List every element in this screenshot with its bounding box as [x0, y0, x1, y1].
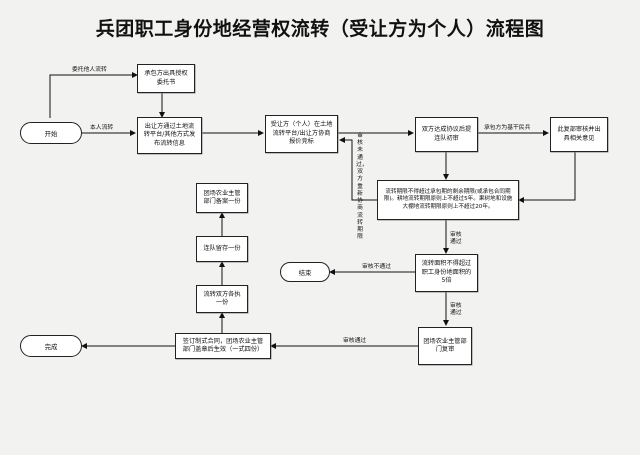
sign-contract-node: 签订制式合同，团场农业主管部门盖章后生效（一式四份） [175, 333, 271, 359]
end-node: 结束 [280, 262, 330, 282]
start-node: 开始 [20, 122, 82, 144]
area-limit-node: 流转面积不得超过职工身份地面积的5倍 [415, 254, 478, 292]
page-title: 兵团职工身份地经营权流转（受让方为个人）流程图 [95, 18, 545, 40]
sign-contract-node-text: 签订制式合同，团场农业主管部门盖章后生效（一式四份） [182, 337, 264, 353]
arrow-farmer-check-to-term [518, 152, 576, 203]
complete-node: 完成 [20, 335, 82, 357]
arrow-start-to-entrust [49, 72, 138, 118]
label-entrusted-transfer: 委托他人流转 [72, 67, 107, 74]
term-limit-node: 流转期限不得超过承包期的剩余期限(或承包合同期限)。耕地流转期限原则上不超过5年… [377, 180, 519, 220]
farmer-check-node: 此复部审核并出具相关意见 [550, 117, 608, 152]
contract-copy-node-text: 流转双方各执一份 [203, 290, 241, 306]
company-copy-node-text: 连队留存一份 [203, 244, 241, 252]
label-review-pass: 审核通过 [450, 232, 462, 246]
transferee-node: 受让方（个人）在土地流转平台/出让方协商报价竞标 [265, 115, 338, 153]
term-limit-node-text: 流转期限不得超过承包期的剩余期限(或承包合同期限)。耕地流转期限原则上不超过5年… [383, 188, 513, 210]
dept-copy-node-text: 团场农业主管部门备案一份 [203, 189, 241, 205]
label-contractor-farmer: 承包方为基干民兵 [484, 125, 531, 132]
arrow-term-to-transferee [339, 137, 377, 201]
agree-node: 双方达成协议后提连队初审 [415, 117, 478, 152]
label-review-fail-restart: 审核未通过，双方重新协商流转期限 [356, 133, 368, 241]
label-review-fail: 审核不通过 [362, 264, 391, 271]
complete-node-text: 完成 [44, 342, 58, 351]
end-node-text: 结束 [298, 268, 312, 277]
agree-node-text: 双方达成协议后提连队初审 [421, 126, 472, 142]
contract-copy-node: 流转双方各执一份 [196, 285, 248, 313]
review-node-text: 团场农业主管部门复审 [423, 337, 467, 353]
area-limit-node-text: 流转面积不得超过职工身份地面积的5倍 [421, 260, 472, 285]
farmer-check-node-text: 此复部审核并出具相关意见 [557, 126, 601, 142]
entrust-node-text: 承包方出具授权委托书 [144, 70, 188, 86]
label-review-pass-3: 审核通过 [343, 338, 367, 345]
label-review-pass-2: 审核通过 [450, 303, 462, 317]
start-node-text: 开始 [44, 129, 58, 138]
transferee-node-text: 受让方（个人）在土地流转平台/出让方协商报价竞标 [270, 121, 333, 146]
publish-node-text: 出让方通过土地流转平台/其他方式发布流转信息 [143, 122, 196, 147]
publish-node: 出让方通过土地流转平台/其他方式发布流转信息 [137, 117, 202, 154]
label-self-transfer: 本人流转 [90, 125, 114, 132]
entrust-node: 承包方出具授权委托书 [137, 64, 195, 93]
review-node: 团场农业主管部门复审 [418, 327, 472, 365]
company-copy-node: 连队留存一份 [196, 236, 248, 262]
dept-copy-node: 团场农业主管部门备案一份 [196, 183, 248, 213]
